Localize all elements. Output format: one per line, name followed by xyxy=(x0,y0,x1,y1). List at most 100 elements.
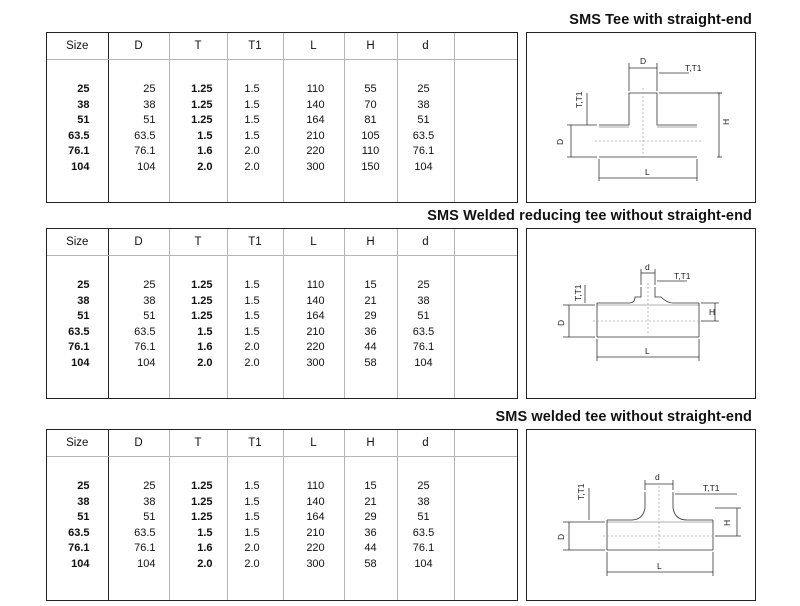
table-cell: 1.5 xyxy=(244,83,260,95)
tee-straight-end-drawing: D T,T1 T,T1 H D L xyxy=(555,56,731,181)
column-header-d-outer: D xyxy=(108,229,170,256)
table-cell: 1.5 xyxy=(244,294,260,307)
table-cell: 58 xyxy=(364,557,377,570)
table-cell: 38 xyxy=(77,98,90,111)
table-cell: 51 xyxy=(417,310,430,323)
table-cell: 300 xyxy=(306,160,325,173)
table-cell: 38 xyxy=(77,495,90,508)
table-cell: 140 xyxy=(306,495,325,508)
table-cell: 1.5 xyxy=(244,325,260,338)
section-title-welded-tee: SMS welded tee without straight-end xyxy=(495,409,752,425)
table-cell: 21 xyxy=(364,294,377,307)
table-cell: 81 xyxy=(364,114,377,127)
welded-reducing-tee-drawing: d T,T1 T,T1 H D L xyxy=(556,262,719,361)
table-cell: 1.25 xyxy=(191,279,213,291)
diagram-label-height: H xyxy=(709,307,715,317)
diagram-label-left-thickness: T,T1 xyxy=(576,483,586,500)
table-cell: 25 xyxy=(77,83,90,95)
table-cell: 140 xyxy=(306,98,325,111)
table-cell: 140 xyxy=(306,294,325,307)
table-cell: 210 xyxy=(306,526,325,539)
table-cell: 2.0 xyxy=(197,160,213,173)
table-cell: 63.5 xyxy=(134,129,156,142)
table-cell: 76.1 xyxy=(68,542,90,555)
table-cell: 1.5 xyxy=(244,310,260,323)
table-cell: 51 xyxy=(77,114,90,127)
table-cell: 164 xyxy=(306,511,325,524)
table-cell: 36 xyxy=(364,325,377,338)
empty-column xyxy=(454,229,517,256)
table-cell: 51 xyxy=(77,310,90,323)
table-header-row: Size D T T1 L H d xyxy=(47,430,517,457)
table-cell: 38 xyxy=(417,98,430,111)
table-cell: 63.5 xyxy=(68,325,90,338)
table-cell: 76.1 xyxy=(134,341,156,354)
table-cell: 25 xyxy=(143,279,156,291)
diagram-welded-tee: d T,T1 T,T1 H D L xyxy=(526,429,756,601)
table-cell: 51 xyxy=(77,511,90,524)
table-cell: 38 xyxy=(143,294,156,307)
table-cell: 104 xyxy=(137,160,156,173)
table-cell: 25 xyxy=(143,83,156,95)
column-header-t1: T1 xyxy=(227,33,284,60)
diagram-label-top: d xyxy=(645,262,650,272)
table-cell: 104 xyxy=(137,356,156,369)
table-cell: 29 xyxy=(364,511,377,524)
column-header-h: H xyxy=(344,33,398,60)
table-cell: 70 xyxy=(364,98,377,111)
table-cell: 44 xyxy=(364,341,377,354)
table-cell: 1.6 xyxy=(197,542,213,555)
diagram-label-diameter: D xyxy=(555,139,565,145)
column-header-t: T xyxy=(169,229,228,256)
table-cell: 76.1 xyxy=(68,145,90,158)
table-cell: 1.5 xyxy=(244,526,260,539)
table-cell: 1.25 xyxy=(191,480,213,492)
empty-column xyxy=(454,430,517,457)
table-cell: 164 xyxy=(306,310,325,323)
table-cell: 1.25 xyxy=(191,310,213,323)
table-cell: 1.5 xyxy=(244,279,260,291)
table-cell: 110 xyxy=(306,83,325,95)
table-cell: 15 xyxy=(364,279,377,291)
column-header-t: T xyxy=(169,430,228,457)
column-header-d-outer: D xyxy=(108,430,170,457)
diagram-label-thickness: T,T1 xyxy=(703,483,720,493)
table-cell: 51 xyxy=(143,310,156,323)
table-cell: 76.1 xyxy=(134,542,156,555)
table-cell: 63.5 xyxy=(412,325,435,338)
diagram-label-top: d xyxy=(655,472,660,482)
table-cell: 104 xyxy=(414,557,433,570)
table-cell: 1.5 xyxy=(244,114,260,127)
table-cell: 220 xyxy=(306,542,325,555)
table-cell: 2.0 xyxy=(244,542,260,555)
section-title-welded-reducing-tee: SMS Welded reducing tee without straight… xyxy=(427,208,752,224)
diagram-label-length: L xyxy=(657,561,662,571)
table-cell: 1.5 xyxy=(244,511,260,524)
table-cell: 104 xyxy=(414,160,433,173)
diagram-label-length: L xyxy=(645,346,650,356)
table-cell: 164 xyxy=(306,114,325,127)
table-cell: 21 xyxy=(364,495,377,508)
table-cell: 210 xyxy=(306,129,325,142)
table-cell: 25 xyxy=(77,480,90,492)
table-cell: 76.1 xyxy=(134,145,156,158)
table-cell: 1.5 xyxy=(197,129,213,142)
table-cell: 1.5 xyxy=(244,129,260,142)
table-cell: 1.25 xyxy=(191,294,213,307)
table-cell: 51 xyxy=(143,511,156,524)
